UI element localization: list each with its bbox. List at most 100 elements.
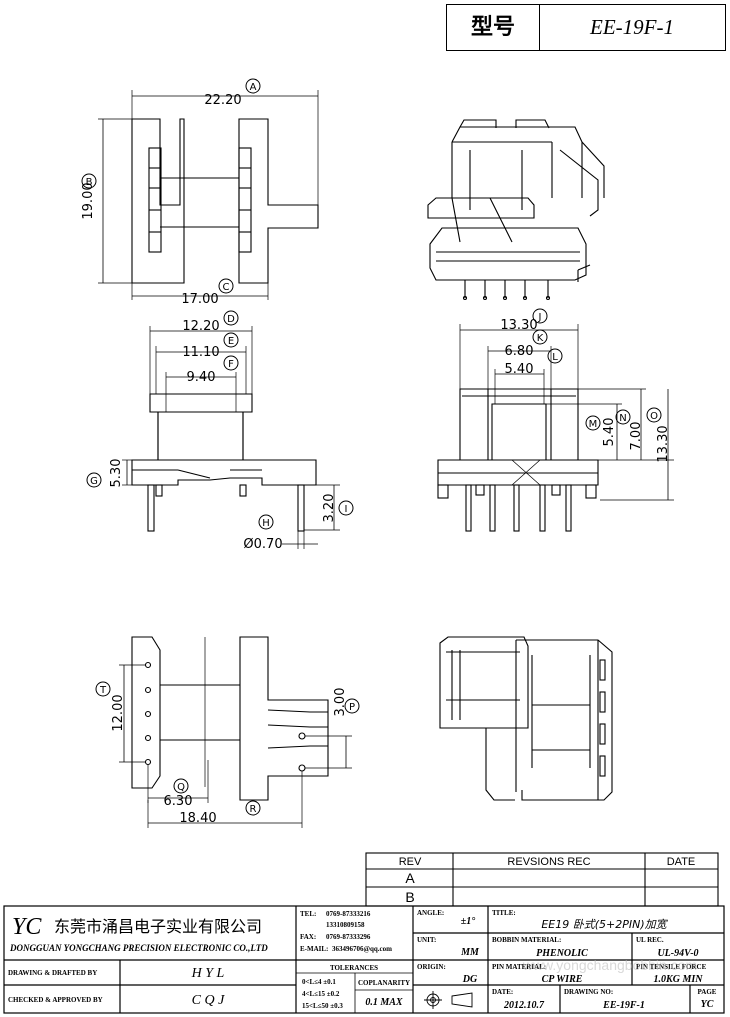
title-block [3, 905, 725, 1014]
angle-label: ANGLE: [417, 909, 444, 917]
tolerance-3: 15<L≤50 ±0.3 [302, 1002, 343, 1010]
svg-text:T: T [99, 685, 107, 696]
bottom-view-right-flange [239, 636, 329, 801]
dim-n: 7.00 [629, 422, 644, 451]
bubble-k: K [532, 329, 548, 345]
isometric-view [427, 119, 605, 301]
date-header: DATE [667, 856, 696, 868]
drawing-no-label: DRAWING NO: [564, 988, 613, 996]
title-value: EE19 卧式(5+2PIN)加宽 [541, 918, 668, 931]
svg-text:D: D [227, 314, 235, 325]
front-view-base [131, 459, 317, 486]
ul-label: UL REC. [636, 936, 664, 944]
svg-text:P: P [349, 702, 355, 713]
bottom-view-pin-holes [144, 661, 306, 772]
projection-symbol-icon [424, 991, 473, 1009]
top-view-right-flange [238, 118, 319, 284]
dim-h: Ø0.70 [243, 537, 282, 552]
svg-text:C: C [223, 282, 230, 293]
rev-row-a: A [405, 870, 415, 886]
svg-text:M: M [589, 419, 598, 430]
bottom-view-left-flange [131, 636, 161, 789]
tolerances-label: TOLERANCES [330, 964, 378, 972]
side-view [437, 324, 674, 532]
svg-text:F: F [228, 359, 234, 370]
dim-o: 13.30 [656, 425, 671, 462]
company-name-cn: 东莞市涌昌电子实业有限公司 [54, 917, 262, 936]
bubble-o: O [646, 407, 662, 423]
top-view [98, 90, 319, 300]
dim-f: 9.40 [187, 370, 216, 385]
bubble-d: D [223, 310, 239, 326]
bubble-t: T [95, 681, 111, 697]
unit-label: UNIT: [417, 936, 436, 944]
dim-l: 5.40 [505, 362, 534, 377]
company-logo: YC [12, 914, 42, 940]
page-value: YC [701, 999, 714, 1010]
checked-label: CHECKED & APPROVED BY [8, 996, 103, 1004]
dim-e: 11.10 [182, 345, 219, 360]
svg-text:G: G [90, 476, 98, 487]
dim-c: 17.00 [181, 292, 218, 307]
origin-label: ORIGIN: [417, 963, 446, 971]
bubble-r: R [245, 800, 261, 816]
rev-header: REV [399, 856, 422, 868]
dim-r: 18.40 [179, 811, 216, 826]
svg-text:E: E [228, 336, 234, 347]
bobbin-value: PHENOLIC [536, 948, 588, 959]
svg-text:N: N [619, 413, 626, 424]
tolerance-1: 0<L≤4 ±0.1 [302, 978, 336, 986]
bubble-m: M [585, 415, 601, 431]
dim-i: 3.20 [322, 494, 337, 523]
bubble-n: N [615, 409, 631, 425]
coplanarity-label: COPLANARITY [358, 979, 410, 987]
drawn-value: H Y L [191, 966, 225, 981]
model-label: 型号 [447, 5, 540, 50]
bubble-l: L [547, 348, 563, 364]
dim-p: 3.00 [333, 688, 348, 717]
pin-right [297, 484, 305, 532]
bubble-e: E [223, 332, 239, 348]
date-value: 2012.10.7 [503, 1000, 545, 1011]
page-label: PAGE [698, 988, 717, 996]
dim-q: 6.30 [164, 794, 193, 809]
dim-t: 12.00 [111, 694, 126, 731]
bubble-p: P [344, 698, 360, 714]
bubble-b: B [81, 173, 97, 189]
mobile-value: 13310809158 [326, 921, 365, 929]
rev-row-b: B [405, 889, 414, 905]
unit-value: MM [460, 947, 480, 958]
dim-m: 5.40 [602, 418, 617, 447]
svg-text:L: L [552, 352, 558, 363]
bubble-c: C [218, 278, 234, 294]
dim-d: 12.20 [182, 319, 219, 334]
bubble-j: J [532, 308, 548, 324]
dim-a: 22.20 [204, 93, 241, 108]
model-header: 型号 EE-19F-1 [446, 4, 726, 51]
dim-k: 6.80 [505, 344, 534, 359]
side-view-pins [465, 484, 572, 532]
tel-label: TEL: [300, 910, 316, 918]
svg-text:I: I [345, 504, 348, 515]
revisions-header: REVSIONS REC [507, 856, 590, 868]
tensile-value: 1.0KG MIN [654, 974, 704, 985]
email-label: E-MAIL: [300, 945, 328, 953]
dim-j: 13.30 [500, 318, 537, 333]
bubble-a: A [245, 78, 261, 94]
front-view-top-flange [149, 393, 253, 461]
isometric-bottom-view [439, 636, 613, 801]
dim-b: 19.00 [81, 182, 96, 219]
side-view-body [459, 388, 579, 461]
pin-left [147, 484, 155, 532]
bubble-i: I [338, 500, 354, 516]
checked-value: C Q J [192, 993, 225, 1008]
drawing-no-value: EE-19F-1 [602, 1000, 645, 1011]
watermark: www.yongchangbobbin.com [522, 957, 697, 973]
company-name-en: DONGGUAN YONGCHANG PRECISION ELECTRONIC … [9, 943, 268, 953]
svg-text:K: K [537, 333, 544, 344]
bubble-q: Q [173, 778, 189, 794]
front-view [122, 326, 340, 549]
coplanarity-value: 0.1 MAX [365, 997, 403, 1008]
bubble-h: H [258, 514, 274, 530]
